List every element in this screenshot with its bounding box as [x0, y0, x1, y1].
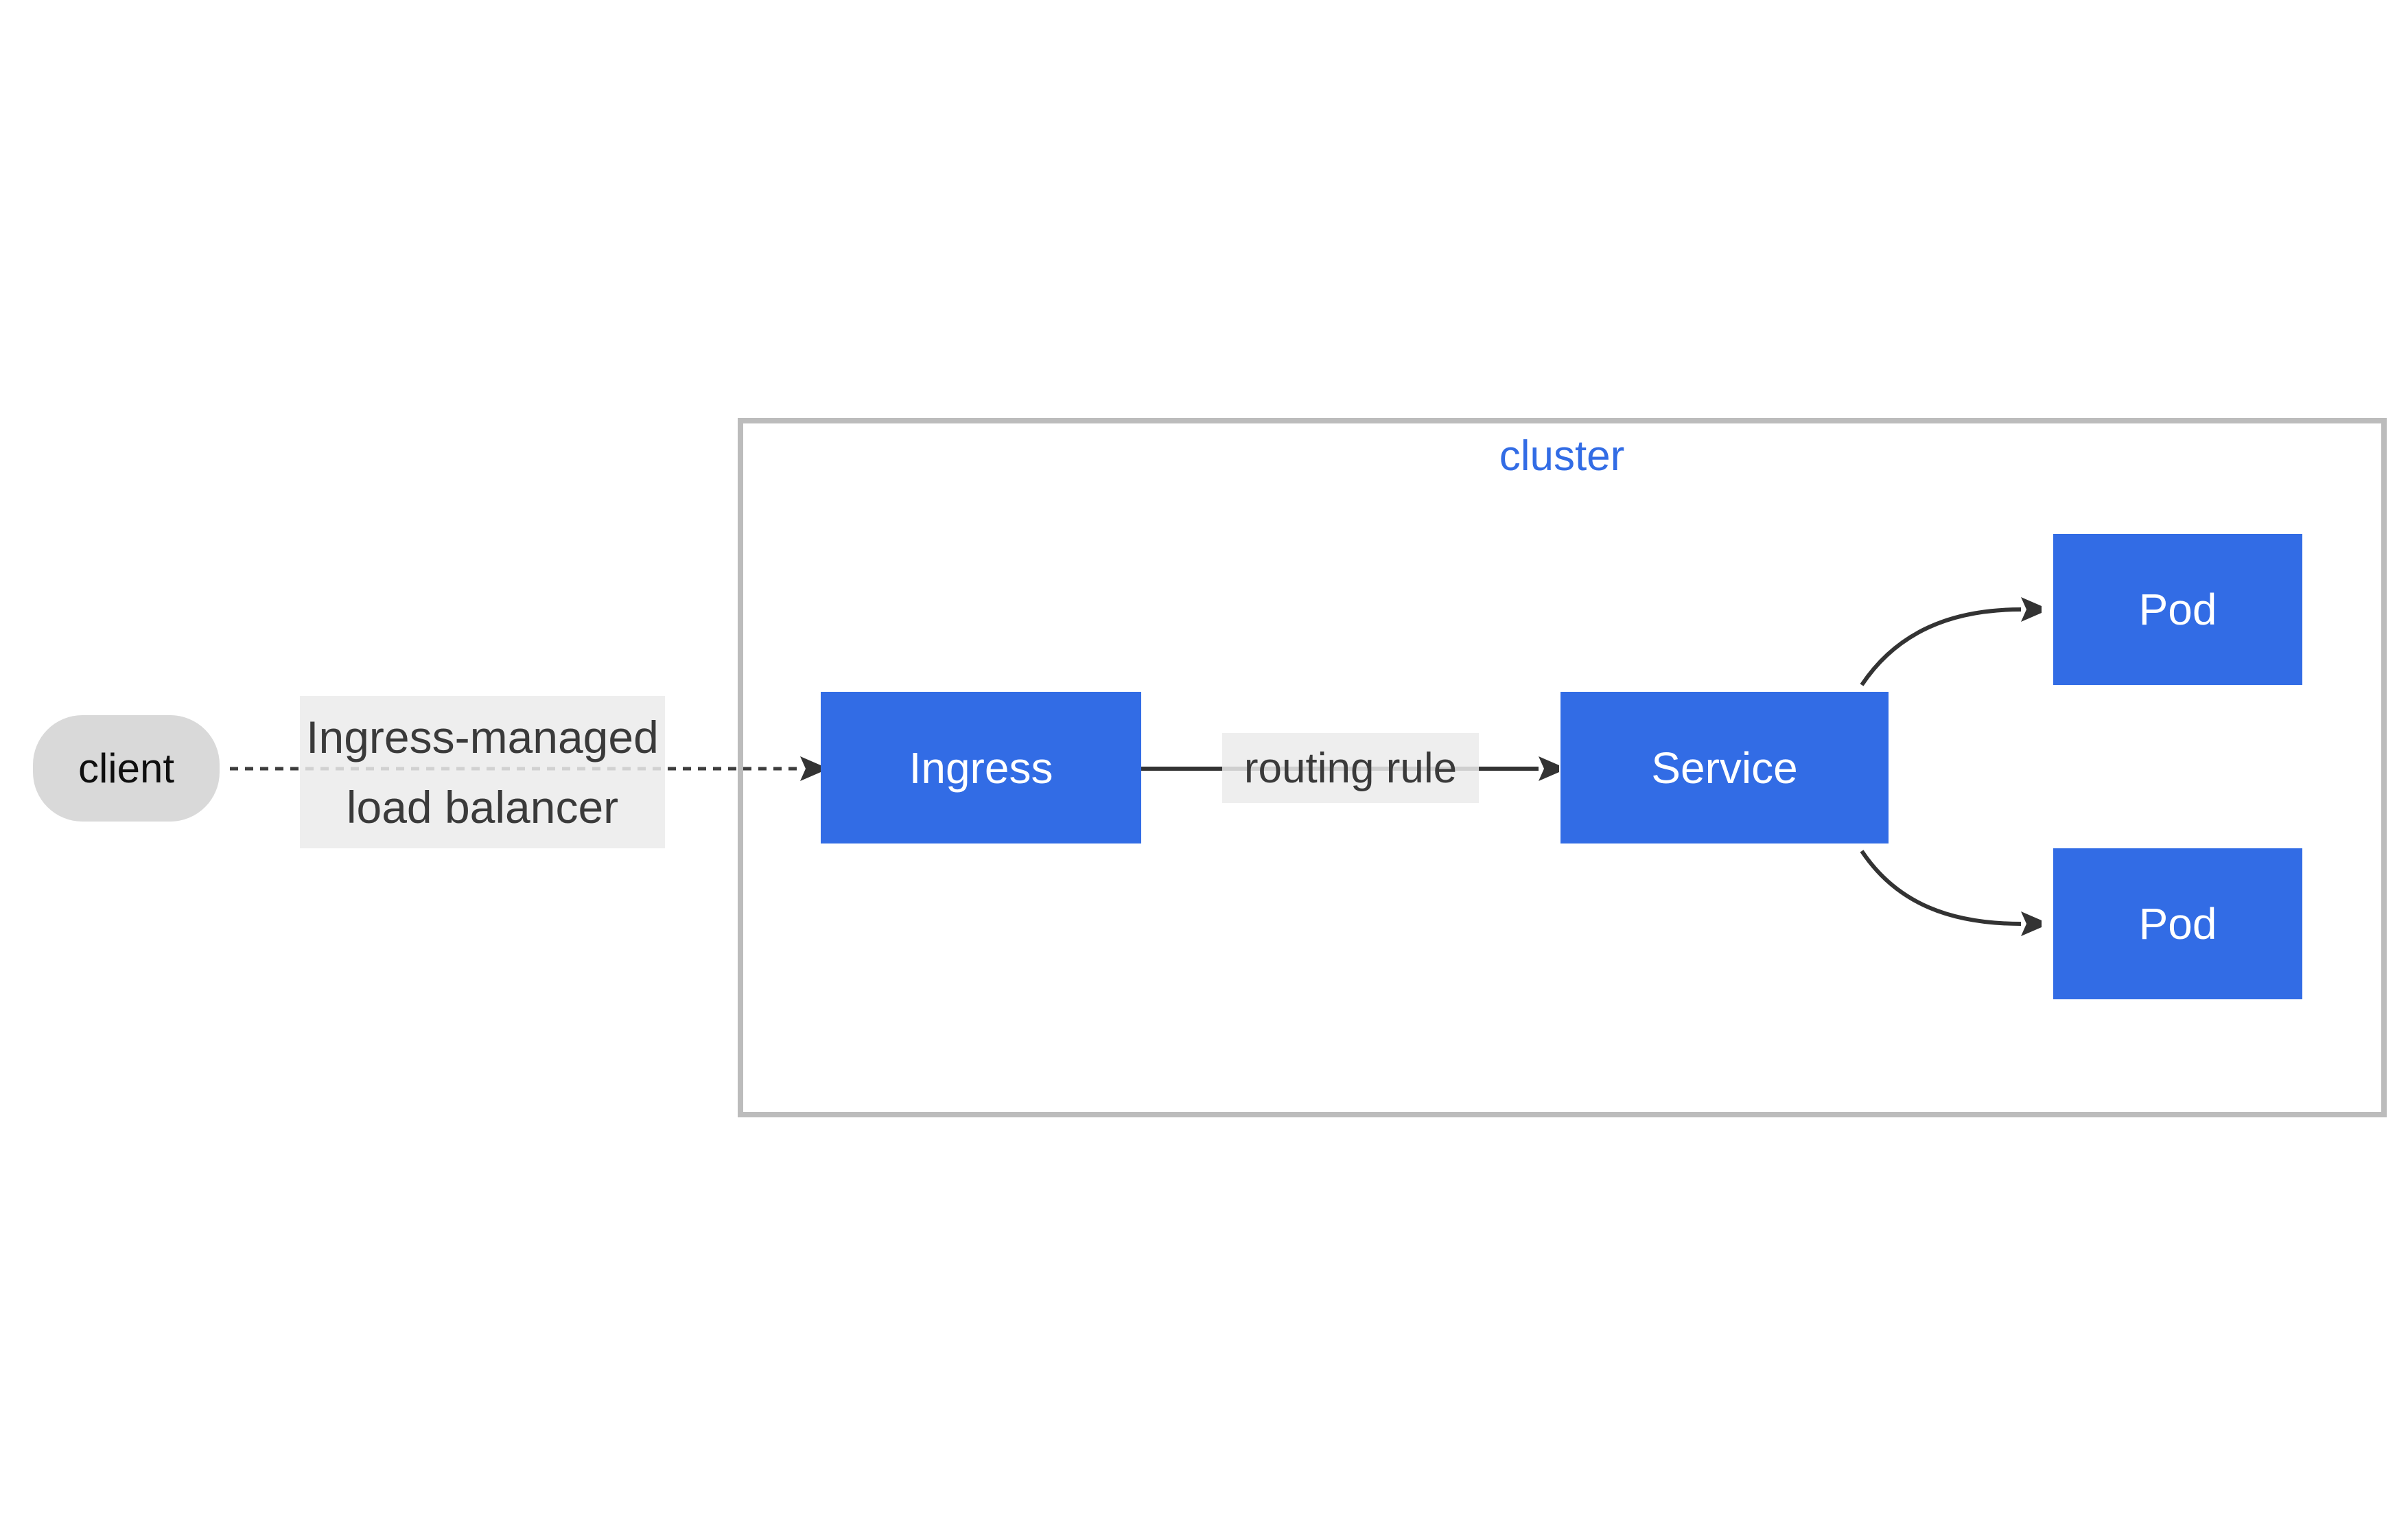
ingress-node: Ingress — [821, 692, 1141, 843]
pod-top-node-label: Pod — [2138, 585, 2217, 634]
routing-rule-edge-label-text: routing rule — [1243, 744, 1458, 792]
cluster-label: cluster — [1499, 432, 1625, 480]
load-balancer-edge-label: Ingress-managed load balancer — [300, 696, 665, 848]
routing-rule-edge-label: routing rule — [1222, 733, 1479, 803]
client-node: client — [33, 715, 220, 822]
load-balancer-edge-label-line1: Ingress-managed — [306, 712, 659, 763]
ingress-node-label: Ingress — [909, 743, 1053, 793]
cluster-boundary-box — [738, 418, 2387, 1117]
service-node-label: Service — [1651, 743, 1798, 793]
client-node-label: client — [78, 745, 175, 791]
pod-top-node: Pod — [2053, 534, 2302, 685]
service-node: Service — [1560, 692, 1889, 843]
load-balancer-edge-label-line2: load balancer — [346, 782, 619, 833]
pod-bottom-node: Pod — [2053, 848, 2302, 999]
service-to-pod-bottom-arrow — [1860, 850, 2042, 936]
service-to-pod-top-arrow — [1860, 597, 2042, 686]
pod-bottom-node-label: Pod — [2138, 899, 2217, 949]
